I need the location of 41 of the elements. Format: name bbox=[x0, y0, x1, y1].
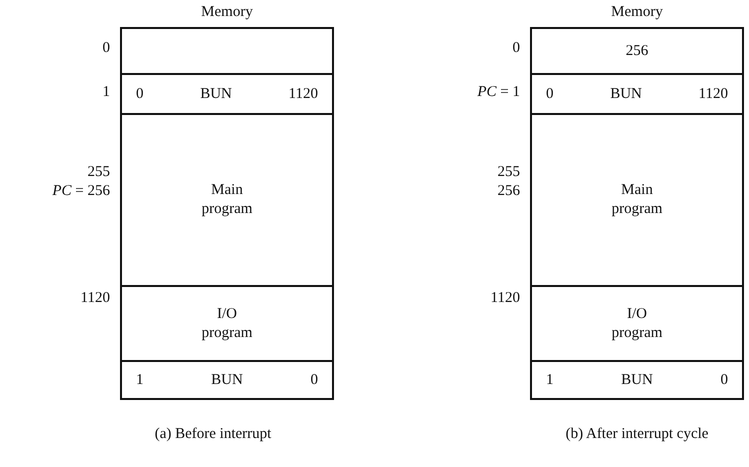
cell-text: 1 bbox=[546, 370, 554, 390]
cell-text: Main program bbox=[200, 181, 254, 219]
address-label: 256 bbox=[498, 183, 520, 200]
cell-text: 1 bbox=[136, 370, 144, 390]
column-heading: Memory bbox=[200, 4, 254, 21]
cell-text: 0 bbox=[720, 370, 728, 390]
cell-text: 256 bbox=[626, 42, 648, 60]
address-label: 1120 bbox=[80, 290, 110, 307]
address-label: 1 bbox=[102, 84, 110, 101]
memory-segment bbox=[120, 285, 334, 362]
memory-word bbox=[120, 73, 334, 115]
memory-word bbox=[120, 27, 334, 75]
cell-text: BUN bbox=[621, 370, 653, 390]
memory-segment bbox=[530, 113, 744, 287]
cell-text: 0 bbox=[310, 370, 318, 390]
address-label: 0 bbox=[512, 40, 520, 57]
address-label: PC = 1 bbox=[477, 84, 520, 101]
memory-segment bbox=[530, 27, 744, 75]
cell-text: BUN bbox=[610, 84, 642, 104]
memory-segment bbox=[530, 285, 744, 362]
memory-word bbox=[530, 73, 744, 115]
cell-text: 1120 bbox=[698, 84, 728, 104]
cell-text: I/O program bbox=[610, 304, 664, 342]
memory-word bbox=[120, 360, 334, 400]
cell-text: 0 bbox=[136, 84, 144, 104]
memory-segment bbox=[120, 113, 334, 287]
address-label: 255 bbox=[498, 164, 520, 181]
caption: (b) After interrupt cycle bbox=[566, 426, 708, 443]
cell-text: I/O program bbox=[200, 304, 254, 342]
cell-text: BUN bbox=[211, 370, 243, 390]
cell-text: Main program bbox=[610, 181, 664, 219]
address-label: 1120 bbox=[490, 290, 520, 307]
address-label: PC = 256 bbox=[52, 183, 110, 200]
column-heading: Memory bbox=[610, 4, 664, 21]
address-label: 255 bbox=[88, 164, 110, 181]
address-label: 0 bbox=[102, 40, 110, 57]
cell-text: 0 bbox=[546, 84, 554, 104]
cell-text: BUN bbox=[200, 84, 232, 104]
memory-word bbox=[530, 360, 744, 400]
cell-text: 1120 bbox=[288, 84, 318, 104]
caption: (a) Before interrupt bbox=[154, 426, 272, 443]
